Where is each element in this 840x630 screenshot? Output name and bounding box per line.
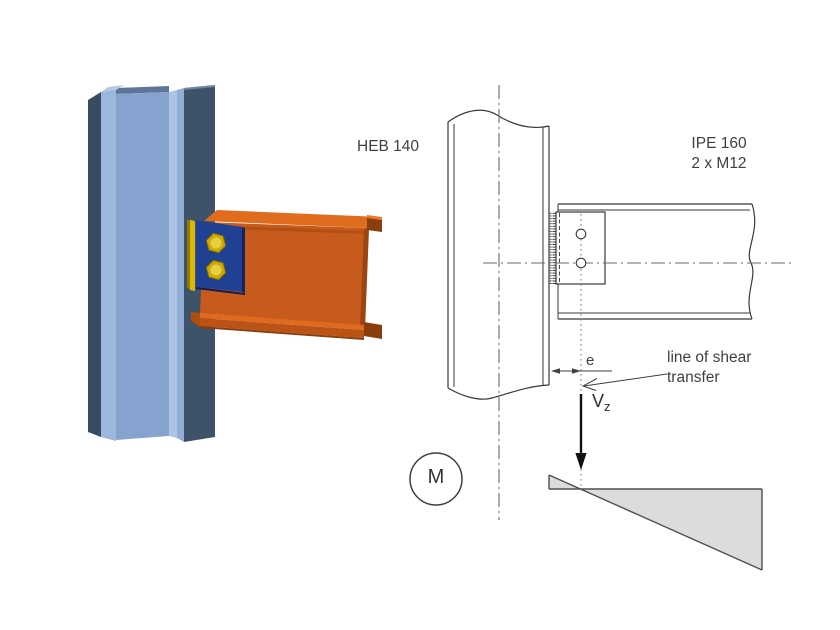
beam-bottom-flange-right-tip — [364, 322, 382, 339]
beam-top-flange-right-tip — [367, 218, 382, 232]
bolts-3d — [205, 232, 227, 281]
weld-hatch — [549, 212, 556, 284]
fin-plate-right-edge — [242, 227, 245, 293]
dimension-e-arrow-right — [572, 368, 581, 374]
column-right-flange-highlight — [169, 90, 177, 438]
beam-bottom-flange-left-tip — [191, 312, 200, 327]
leader-line — [583, 373, 668, 387]
beam-top-flange-right-tip-top — [367, 215, 382, 220]
column-right-flange-top-edge — [184, 85, 215, 90]
column-left-flange-front-face — [101, 88, 116, 441]
shear-force-label: Vz — [592, 391, 611, 417]
dimension-e-arrow-left — [551, 368, 560, 374]
beam-bottom-flange-front-face — [200, 318, 364, 338]
drawing-2d — [409, 85, 793, 571]
moment-diagram — [548, 474, 763, 571]
weld-strip-bright — [190, 220, 195, 291]
beam-web-right-cut-edge — [360, 229, 369, 330]
shear-force-arrow — [575, 394, 587, 470]
bolt-head-upper — [210, 237, 222, 249]
column-top-break-line — [447, 109, 550, 128]
fin-plate-face — [196, 220, 242, 292]
weld-3d — [187, 220, 195, 291]
model-3d — [88, 85, 382, 442]
fin-plate-bottom-edge — [196, 287, 245, 295]
dimension-e — [551, 368, 612, 374]
beam-label-line1: IPE 160 — [691, 135, 747, 152]
beam-label: IPE 160 2 x M12 — [676, 134, 762, 174]
column-left-flange-top-face — [101, 85, 124, 92]
leader-arrow — [581, 373, 668, 391]
column-left-flange-outer-face — [88, 92, 101, 437]
column-bottom-break-line — [447, 384, 550, 400]
bolt-head-lower — [210, 264, 222, 276]
beam-break-line — [748, 203, 756, 320]
bolt-hole-lower — [575, 257, 587, 269]
beam-bottom-flange-bottom-edge — [200, 326, 364, 340]
bolt-hole-upper — [575, 228, 587, 240]
beam-top-flange-shadow — [204, 225, 368, 234]
column-label: HEB 140 — [357, 138, 420, 155]
fin-plate-outline — [555, 211, 606, 285]
column-top-cut-band — [116, 86, 169, 94]
moment-diagram-slope — [548, 474, 763, 571]
shear-force-arrowhead — [575, 453, 587, 470]
column-3d — [88, 85, 215, 442]
shear-transfer-label-line2: transfer — [667, 369, 720, 386]
weld-strip-dark — [187, 220, 190, 290]
column-web-face — [116, 92, 169, 440]
leader-arrowhead — [581, 378, 598, 391]
beam-bottom-flange-top-strip — [200, 313, 364, 330]
column-outline — [447, 109, 550, 400]
shear-transfer-label: line of shear transfer — [667, 348, 751, 388]
moment-label: M — [427, 466, 445, 488]
beam-top-flange-top-face — [204, 210, 381, 228]
eccentricity-label: e — [586, 352, 595, 369]
beam-label-line2: 2 x M12 — [691, 155, 747, 172]
column-right-flange-front-edge — [177, 88, 184, 442]
shear-transfer-label-line1: line of shear — [667, 349, 752, 366]
shear-force-symbol: V — [592, 391, 605, 411]
fin-plate-3d — [196, 220, 245, 295]
shear-force-subscript: z — [604, 399, 611, 414]
moment-circle — [409, 452, 463, 506]
